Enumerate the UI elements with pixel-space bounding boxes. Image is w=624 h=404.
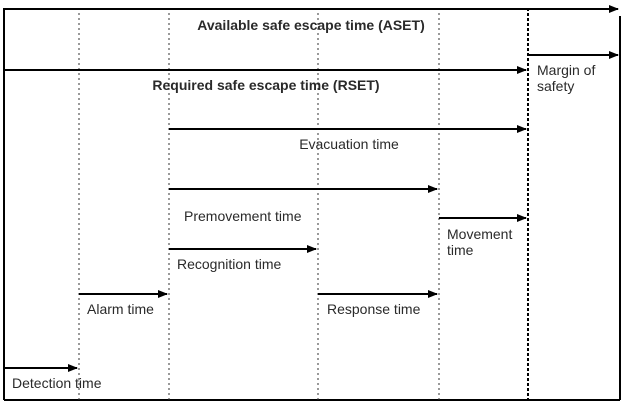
margin-of-safety-label-line2: safety [537, 78, 574, 94]
rset-label: Required safe escape time (RSET) [152, 77, 379, 93]
aset-label: Available safe escape time (ASET) [197, 17, 424, 33]
diagram-frame [3, 8, 621, 401]
movement-time-label-line1: Movement [447, 226, 512, 242]
response-time-label: Response time [327, 301, 421, 317]
evacuation-time-label: Evacuation time [299, 136, 399, 152]
margin-of-safety-label-line1: Margin of [537, 62, 595, 78]
alarm-time-label: Alarm time [87, 301, 154, 317]
detection-time-label: Detection time [12, 375, 102, 391]
movement-time-label-line2: time [447, 242, 474, 258]
recognition-time-label: Recognition time [177, 256, 281, 272]
premovement-time-label: Premovement time [184, 208, 302, 224]
